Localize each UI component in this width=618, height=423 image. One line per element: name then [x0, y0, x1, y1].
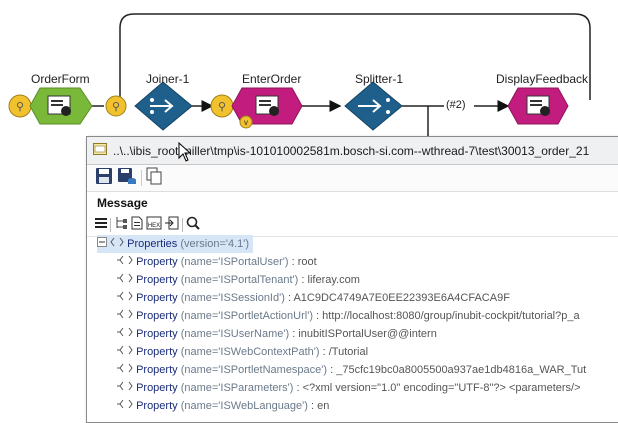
tree-item-attrs: (name='ISWebLanguage'): [180, 400, 308, 412]
tree-item-value: : _75cfc19bc0a8005500a937ae1db4816a_WAR_…: [330, 364, 587, 376]
message-section-title: Message: [97, 196, 148, 210]
tree-root-row[interactable]: Properties (version='4.1'): [97, 235, 254, 253]
enterorder-node[interactable]: ⚲ v: [210, 87, 303, 129]
node-label-orderform: OrderForm: [31, 72, 90, 86]
tree-item-value: : liferay.com: [301, 274, 360, 286]
tree-row[interactable]: Property (name='ISSessionId') : A1C9DC47…: [117, 289, 510, 307]
tree-item-attrs: (name='ISWebContextPath'): [180, 346, 320, 358]
toolbar-divider: [141, 170, 142, 186]
tree-item-name: Property: [136, 400, 178, 412]
import-icon[interactable]: [165, 216, 179, 235]
window-title: ..\..\ibis_root\miller\tmp\is-1010100025…: [113, 143, 590, 158]
node-label-enterorder: EnterOrder: [242, 72, 302, 86]
tree-item-name: Property: [136, 256, 178, 268]
tree-item-attrs: (name='ISParameters'): [180, 382, 294, 394]
tree-item-attrs: (name='ISPortalTenant'): [180, 274, 299, 286]
tree-row[interactable]: Property (name='ISUserName') : inubitISP…: [117, 325, 437, 343]
element-icon: [117, 253, 133, 271]
tree-root-attrs: (version='4.1'): [180, 238, 250, 250]
tree-row[interactable]: Property (name='ISPortletActionUrl') : h…: [117, 307, 580, 325]
search-icon[interactable]: [186, 216, 200, 235]
tree-item-attrs: (name='ISPortalUser'): [180, 256, 289, 268]
tree-item-attrs: (name='ISSessionId'): [180, 292, 285, 304]
tree-item-value: : <?xml version="1.0" encoding="UTF-8"?>…: [296, 382, 581, 394]
save-database-icon[interactable]: [117, 167, 137, 190]
tree-item-value: : en: [311, 400, 330, 412]
element-icon: [110, 235, 124, 253]
element-icon: [117, 289, 133, 307]
tree-item-name: Property: [136, 364, 178, 376]
joiner-node[interactable]: [134, 81, 193, 131]
tree-row[interactable]: Property (name='ISParameters') : <?xml v…: [117, 379, 581, 397]
tree-item-attrs: (name='ISUserName'): [180, 328, 290, 340]
tree-row[interactable]: Property (name='ISPortalTenant') : lifer…: [117, 271, 360, 289]
tree-item-name: Property: [136, 274, 178, 286]
tree-item-value: : A1C9DC4749A7E0EE22393E6A4CFACA9F: [287, 292, 510, 304]
tree-item-value: : root: [291, 256, 317, 268]
node-label-joiner: Joiner-1: [146, 72, 190, 86]
element-icon: [117, 361, 133, 379]
tree-row[interactable]: Property (name='ISWebLanguage') : en: [117, 397, 329, 415]
svg-text:HEX: HEX: [148, 223, 160, 229]
message-toolbar: HEX: [87, 214, 618, 237]
tree-item-value: : /Tutorial: [322, 346, 369, 358]
menu-icon[interactable]: [95, 216, 107, 234]
svg-text:⚲: ⚲: [112, 101, 120, 113]
svg-text:v: v: [244, 118, 248, 127]
tree-item-name: Property: [136, 328, 178, 340]
toolbar-divider: [110, 218, 111, 232]
tree-view-icon[interactable]: [114, 216, 128, 235]
copy-icon[interactable]: [146, 167, 162, 190]
window-toolbar: [87, 165, 618, 192]
tree-row[interactable]: Property (name='ISWebContextPath') : /Tu…: [117, 343, 368, 361]
element-icon: [117, 325, 133, 343]
save-icon[interactable]: [95, 167, 113, 190]
loop-connector[interactable]: [119, 13, 591, 100]
node-label-splitter: Splitter-1: [355, 72, 404, 86]
orderform-node[interactable]: ⚲: [8, 87, 93, 125]
window-titlebar[interactable]: ..\..\ibis_root\miller\tmp\is-1010100025…: [87, 137, 618, 165]
tree-item-attrs: (name='ISPortletActionUrl'): [180, 310, 313, 322]
node-label-displayfeedback: DisplayFeedback: [496, 72, 589, 86]
toolbar-divider: [182, 218, 183, 232]
element-icon: [117, 307, 133, 325]
joiner-input-icon: ⚲: [105, 95, 127, 117]
element-icon: [117, 271, 133, 289]
element-icon: [117, 379, 133, 397]
tree-item-name: Property: [136, 292, 178, 304]
tree-item-name: Property: [136, 346, 178, 358]
svg-text:⚲: ⚲: [16, 101, 24, 113]
splitter-node[interactable]: [344, 81, 403, 131]
tree-root-name: Properties: [127, 238, 178, 250]
hex-view-icon[interactable]: HEX: [146, 216, 162, 235]
tree-item-value: : inubitISPortalUser@@intern: [292, 328, 437, 340]
tree-row[interactable]: Property (name='ISPortalUser') : root: [117, 253, 317, 271]
window-icon: [93, 142, 107, 160]
tree-item-name: Property: [136, 310, 178, 322]
tree-item-name: Property: [136, 382, 178, 394]
element-icon: [117, 397, 133, 415]
document-icon[interactable]: [131, 216, 143, 235]
displayfeedback-node[interactable]: [507, 87, 569, 125]
tree-item-value: : http://localhost:8080/group/inubit-coc…: [316, 310, 580, 322]
mouse-cursor-icon: [178, 142, 192, 162]
branch-label: (#2): [446, 99, 466, 111]
element-icon: [117, 343, 133, 361]
collapse-icon[interactable]: [97, 235, 107, 253]
tree-row[interactable]: Property (name='ISPortletNamespace') : _…: [117, 361, 586, 379]
tree-item-attrs: (name='ISPortletNamespace'): [180, 364, 328, 376]
message-window[interactable]: ..\..\ibis_root\miller\tmp\is-1010100025…: [86, 136, 618, 423]
svg-text:⚲: ⚲: [218, 101, 226, 113]
